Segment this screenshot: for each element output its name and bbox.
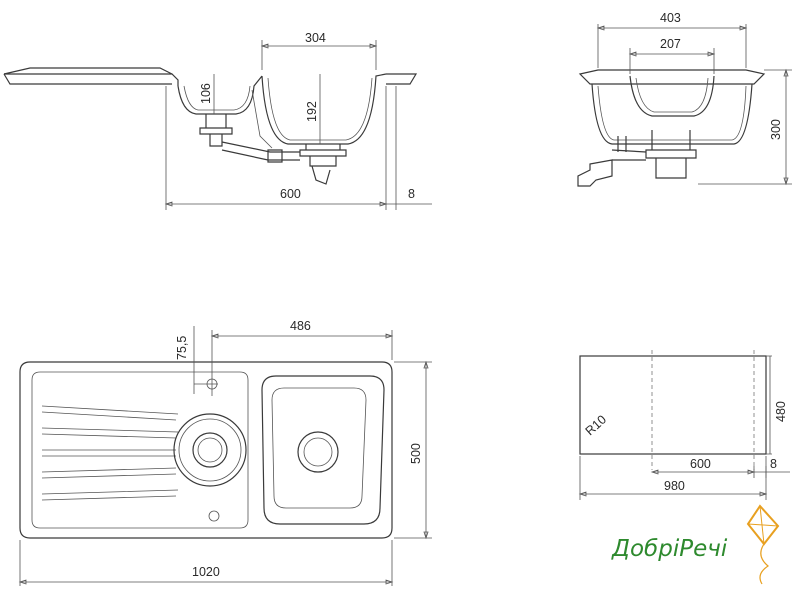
dim-403-label: 403 <box>660 11 681 25</box>
top-view: 75,5 486 500 1020 <box>18 319 432 586</box>
dim-486-label: 486 <box>290 319 311 333</box>
dim-cutout-8-label: 8 <box>770 457 777 471</box>
dim-106-label: 106 <box>199 83 213 104</box>
dim-600-label: 600 <box>280 187 301 201</box>
dim-192-label: 192 <box>305 101 319 122</box>
dim-207-label: 207 <box>660 37 681 51</box>
dim-cutout-600-label: 600 <box>690 457 711 471</box>
dim-304-label: 304 <box>305 31 326 45</box>
side-section-view: 304 106 192 600 8 <box>3 31 432 210</box>
dim-8-label: 8 <box>408 187 415 201</box>
dim-75-5-label: 75,5 <box>175 336 189 360</box>
dim-500-label: 500 <box>409 443 423 464</box>
dim-300-label: 300 <box>769 119 783 140</box>
dim-1020-label: 1020 <box>192 565 220 579</box>
front-section-view: 403 207 300 <box>577 11 792 187</box>
brand-logo: ДобріРечі <box>611 504 780 585</box>
dim-r10-label: R10 <box>583 412 609 438</box>
cutout-template: R10 480 600 8 980 <box>578 350 790 500</box>
brand-logo-text: ДобріРечі <box>611 536 728 562</box>
dim-480-label: 480 <box>774 401 788 422</box>
dim-980-label: 980 <box>664 479 685 493</box>
